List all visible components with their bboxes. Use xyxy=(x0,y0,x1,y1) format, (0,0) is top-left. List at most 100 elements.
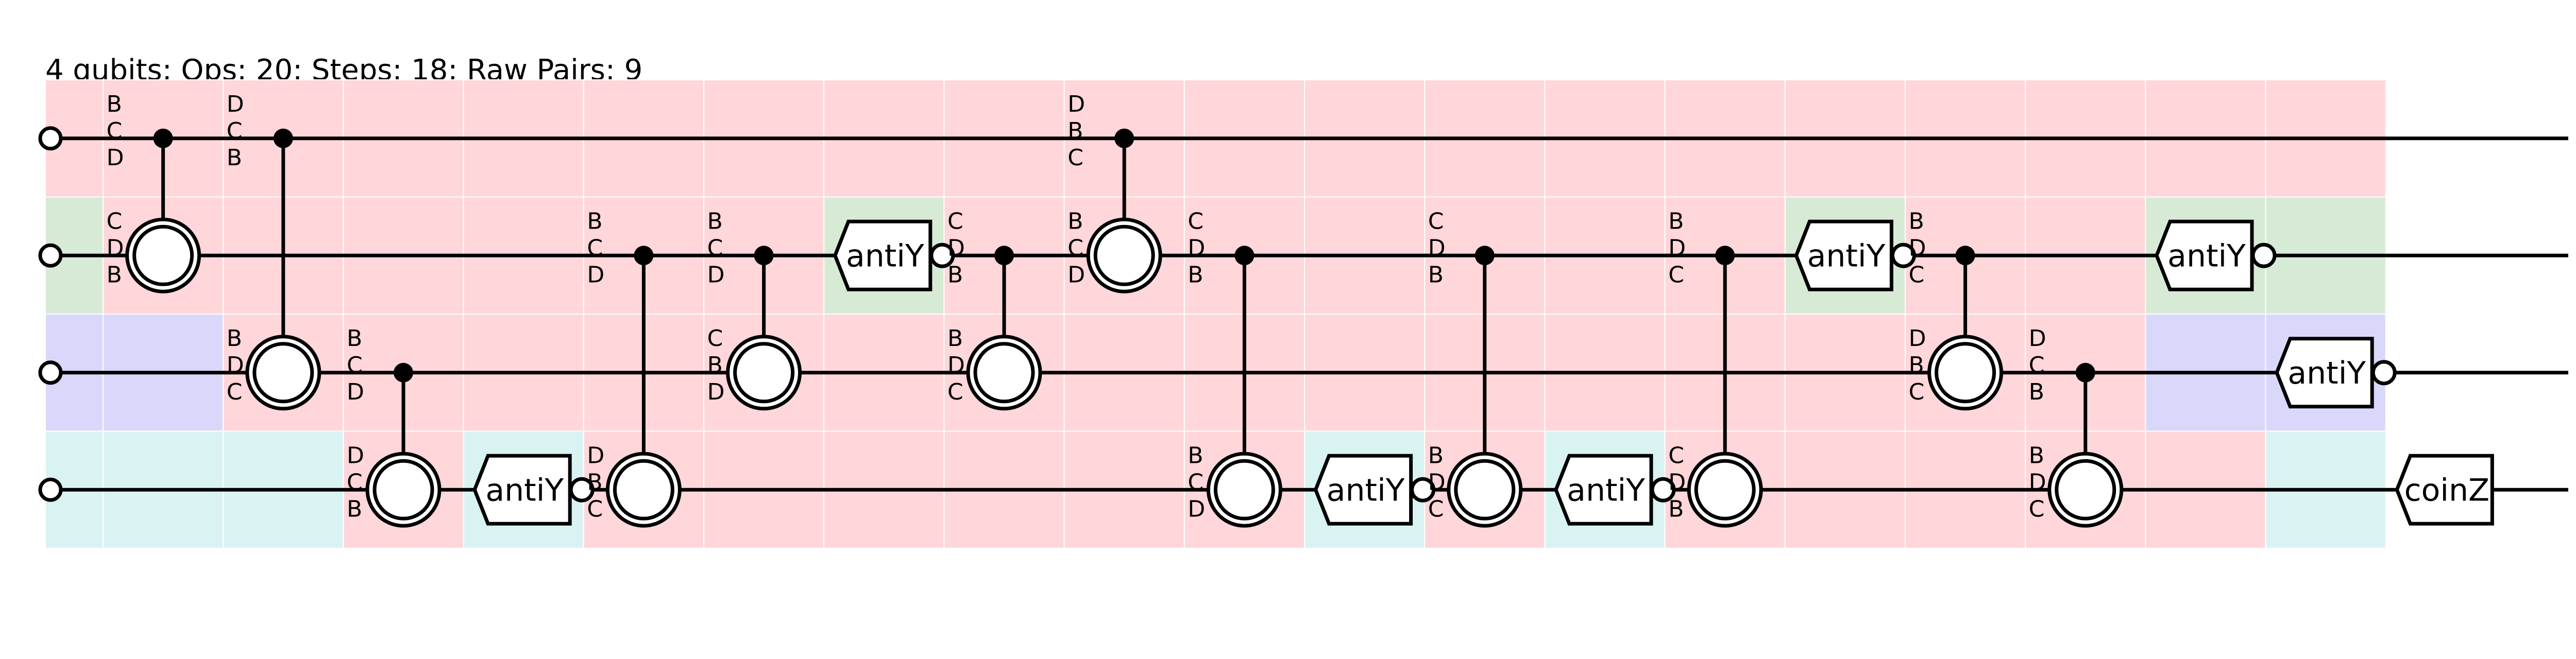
control-dot xyxy=(1955,246,1975,266)
gate-label: antiY xyxy=(2287,355,2366,391)
stack-label: B xyxy=(707,208,723,234)
stack-label: B xyxy=(587,469,602,495)
control-label-stack: CDB xyxy=(1428,208,1446,288)
stack-label: C xyxy=(1067,145,1083,171)
control-label-stack: BDC xyxy=(1668,208,1686,288)
stack-label: B xyxy=(1909,352,1924,378)
stack-label: C xyxy=(1428,496,1444,522)
stack-label: C xyxy=(227,379,243,405)
stack-label: B xyxy=(1428,442,1444,469)
stack-label: C xyxy=(707,235,723,261)
control-dot xyxy=(394,362,413,383)
stack-label: D xyxy=(1428,469,1446,495)
stack-label: C xyxy=(2029,496,2045,522)
stack-label: C xyxy=(1428,208,1444,234)
target-inner-ring xyxy=(733,342,795,404)
negation-bubble xyxy=(569,477,595,502)
stack-label: D xyxy=(107,145,124,171)
control-dot xyxy=(634,246,654,266)
stack-label: C xyxy=(587,235,603,261)
stack-label: B xyxy=(1668,496,1684,522)
stack-label: C xyxy=(1188,469,1204,495)
qubit-input-marker-2 xyxy=(38,360,63,385)
negation-bubble xyxy=(1890,242,1916,268)
control-label-stack: BCD xyxy=(707,208,725,288)
control-label-stack: DCB xyxy=(227,91,244,171)
stack-label: C xyxy=(1668,262,1684,288)
stack-label: D xyxy=(1067,91,1085,117)
gate-label: antiY xyxy=(2167,238,2246,274)
stack-label: C xyxy=(347,469,363,495)
gate-label: antiY xyxy=(1327,472,1405,508)
stack-label: B xyxy=(947,262,963,288)
control-dot xyxy=(273,128,293,148)
stack-label: D xyxy=(1428,235,1446,261)
target-label-stack: CDB xyxy=(1668,442,1686,522)
gate-box xyxy=(472,454,572,526)
stack-label: D xyxy=(1668,469,1686,495)
stack-label: B xyxy=(227,325,242,352)
gate-label: antiY xyxy=(1567,472,1645,508)
control-label-stack: DCB xyxy=(2029,325,2046,405)
stack-label: C xyxy=(347,352,363,378)
negation-bubble xyxy=(1650,477,1676,502)
qubit-input-marker-0 xyxy=(38,126,63,151)
circuit-operations: BCDCDBDCBBDCBCDDCBantiYBCDDBCBCDCBDantiY… xyxy=(107,91,2494,528)
qubit-input-marker-1 xyxy=(38,243,63,268)
gate-box xyxy=(1794,219,1893,291)
control-label-stack: CDB xyxy=(947,208,965,288)
control-dot xyxy=(153,128,173,148)
control-dot xyxy=(2075,362,2095,383)
negation-bubble xyxy=(2371,360,2397,386)
negation-bubble xyxy=(1410,477,1436,502)
stack-label: C xyxy=(107,208,123,234)
stack-label: B xyxy=(2029,379,2044,405)
control-label-stack: CDB xyxy=(1188,208,1205,288)
stack-label: B xyxy=(1067,118,1083,144)
stack-label: C xyxy=(107,118,123,144)
target-label-stack: DBC xyxy=(587,442,604,522)
gate-box xyxy=(2155,219,2254,291)
gate-label: antiY xyxy=(485,472,564,508)
target-inner-ring xyxy=(1213,459,1275,521)
stack-label: D xyxy=(107,235,124,261)
target-label-stack: BDC xyxy=(227,325,244,405)
stack-label: D xyxy=(1067,262,1085,288)
gate-label: antiY xyxy=(1807,238,1886,274)
target-inner-ring xyxy=(372,459,434,521)
stack-label: C xyxy=(227,118,243,144)
stack-label: B xyxy=(1428,262,1444,288)
target-label-stack: DCB xyxy=(347,442,364,522)
target-inner-ring xyxy=(613,459,674,521)
target-inner-ring xyxy=(1093,224,1155,286)
control-dot xyxy=(994,246,1014,266)
stack-label: C xyxy=(947,379,963,405)
stack-label: B xyxy=(947,325,963,352)
control-dot xyxy=(1475,246,1495,266)
gate-box xyxy=(2395,454,2494,526)
target-label-stack: DBC xyxy=(1909,325,1926,405)
negation-bubble xyxy=(2251,242,2277,268)
stack-label: C xyxy=(1909,379,1925,405)
stack-label: D xyxy=(347,442,364,469)
target-inner-ring xyxy=(132,224,194,286)
stack-label: D xyxy=(947,352,965,378)
stack-label: C xyxy=(1067,235,1083,261)
control-dot xyxy=(1715,246,1735,266)
target-label-stack: CBD xyxy=(707,325,725,405)
stack-label: B xyxy=(1909,208,1924,234)
stack-label: B xyxy=(1188,442,1203,469)
control-label-stack: BCD xyxy=(347,325,364,405)
control-label-stack: BDC xyxy=(1909,208,1926,288)
stack-label: C xyxy=(2029,352,2045,378)
stack-label: B xyxy=(347,325,362,352)
control-dot xyxy=(1114,128,1134,148)
stack-label: D xyxy=(947,235,965,261)
gate-box xyxy=(1554,454,1653,526)
stack-label: B xyxy=(1188,262,1203,288)
stack-label: D xyxy=(707,379,725,405)
stack-label: C xyxy=(1188,208,1204,234)
stack-label: C xyxy=(1668,442,1684,469)
stack-label: D xyxy=(1188,235,1205,261)
